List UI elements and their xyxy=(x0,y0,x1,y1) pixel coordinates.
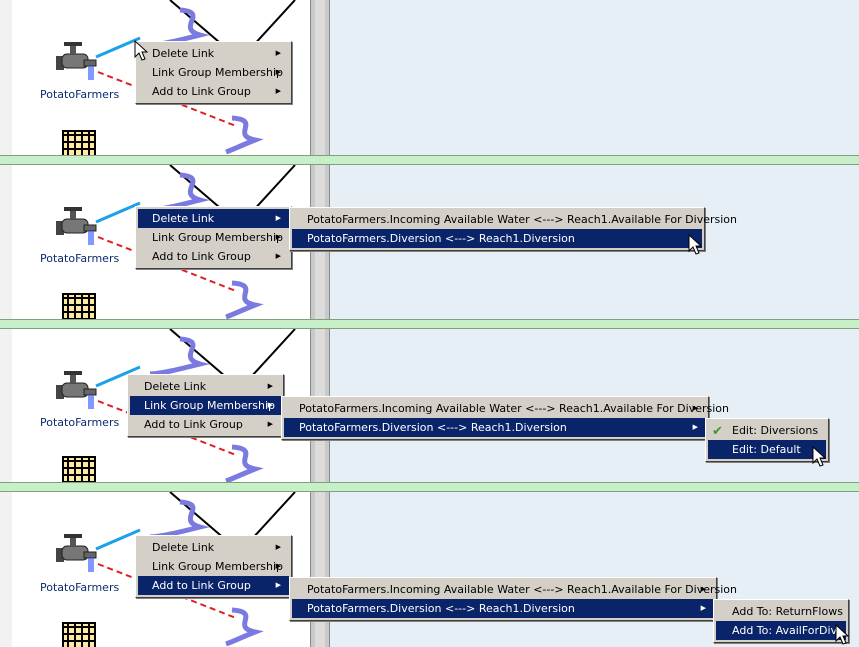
submenu-arrow-icon: ▶ xyxy=(275,562,281,570)
panel-4: PotatoFarmers Delete Link ▶ Link Group Me… xyxy=(0,492,859,647)
add-group-submenu: PotatoFarmers.Incoming Available Water <… xyxy=(289,577,737,621)
link-item-diversion[interactable]: PotatoFarmers.Diversion <---> Reach1.Div… xyxy=(292,229,702,248)
mouse-cursor-icon xyxy=(812,446,826,467)
checkmark-icon: ✔ xyxy=(712,424,723,439)
building-icon xyxy=(62,456,96,482)
faucet-icon xyxy=(56,534,97,572)
building-icon xyxy=(62,293,96,319)
add-return-flows-label: Add To: ReturnFlows xyxy=(732,605,843,618)
faucet-icon xyxy=(56,207,97,245)
submenu-arrow-icon: ▶ xyxy=(267,382,273,390)
context-menu: Delete Link▶ Link Group Membership▶ Add … xyxy=(135,535,292,598)
link-item-diversion[interactable]: PotatoFarmers.Diversion <---> Reach1.Div… xyxy=(292,599,714,618)
edit-default-item[interactable]: Edit: Default xyxy=(708,440,826,459)
add-to-link-group-label: Add to Link Group xyxy=(144,418,243,431)
submenu-arrow-icon: ▶ xyxy=(275,87,281,95)
mouse-cursor-icon xyxy=(688,234,702,255)
panel-2: PotatoFarmers Delete Link ▶ Link Group Me… xyxy=(0,165,859,319)
context-menu: Delete Link▶ Link Group Membership▶ Add … xyxy=(135,41,292,104)
link-group-membership-item[interactable]: Link Group Membership▶ xyxy=(138,557,289,576)
submenu-arrow-icon: ▶ xyxy=(267,420,273,428)
link-group-membership-item[interactable]: Link Group Membership▶ xyxy=(138,228,289,247)
link-label: PotatoFarmers.Incoming Available Water <… xyxy=(307,213,737,226)
edit-diversions-label: Edit: Diversions xyxy=(732,424,819,437)
mouse-cursor-icon xyxy=(134,40,148,61)
delete-link-item[interactable]: Delete Link ▶ xyxy=(138,538,289,557)
submenu-arrow-icon: ▶ xyxy=(275,49,281,57)
link-label: PotatoFarmers.Diversion <---> Reach1.Div… xyxy=(307,232,575,245)
delete-link-item[interactable]: Delete Link ▶ xyxy=(130,377,281,396)
link-group-membership-item[interactable]: Link Group Membership▶ xyxy=(138,63,289,82)
link-group-membership-item[interactable]: Link Group Membership▶ xyxy=(130,396,281,415)
link-label: PotatoFarmers.Incoming Available Water <… xyxy=(307,583,737,596)
add-avail-for-div-label: Add To: AvailForDiv xyxy=(732,624,838,637)
submenu-arrow-icon: ▶ xyxy=(275,214,281,222)
submenu-arrow-icon: ▶ xyxy=(275,68,281,76)
node-label: PotatoFarmers xyxy=(40,88,120,101)
panel-separator xyxy=(0,155,859,165)
delete-link-submenu: PotatoFarmers.Incoming Available Water <… xyxy=(289,207,737,251)
link-group-membership-label: Link Group Membership xyxy=(152,66,283,79)
delete-link-item[interactable]: Delete Link ▶ xyxy=(138,44,289,63)
submenu-arrow-icon: ▶ xyxy=(692,423,698,431)
panel-1: PotatoFarmers Delete Link ▶ Link Group Me… xyxy=(0,0,859,155)
link-item-incoming[interactable]: PotatoFarmers.Incoming Available Water <… xyxy=(292,580,737,599)
vertical-scrollbar[interactable] xyxy=(310,0,330,155)
delete-link-label: Delete Link xyxy=(144,380,207,393)
building-icon xyxy=(62,622,96,647)
building-icon xyxy=(62,130,96,155)
link-item-incoming[interactable]: PotatoFarmers.Incoming Available Water <… xyxy=(284,399,729,418)
node-label: PotatoFarmers xyxy=(40,252,120,265)
submenu-arrow-icon: ▶ xyxy=(692,404,698,412)
add-return-flows-item[interactable]: Add To: ReturnFlows xyxy=(716,602,846,621)
add-to-link-group-item[interactable]: Add to Link Group ▶ xyxy=(130,415,281,434)
link-group-membership-label: Link Group Membership xyxy=(152,560,283,573)
submenu-arrow-icon: ▶ xyxy=(275,233,281,241)
submenu-arrow-icon: ▶ xyxy=(700,585,706,593)
add-target-submenu: Add To: ReturnFlows Add To: AvailForDiv xyxy=(713,599,849,643)
delete-link-label: Delete Link xyxy=(152,212,215,225)
submenu-arrow-icon: ▶ xyxy=(275,252,281,260)
empty-area xyxy=(330,0,859,155)
add-to-link-group-label: Add to Link Group xyxy=(152,250,251,263)
submenu-arrow-icon: ▶ xyxy=(267,401,273,409)
add-avail-for-div-item[interactable]: Add To: AvailForDiv xyxy=(716,621,846,640)
edit-default-label: Edit: Default xyxy=(732,443,801,456)
mouse-cursor-icon xyxy=(835,624,849,645)
submenu-arrow-icon: ▶ xyxy=(275,543,281,551)
link-label: PotatoFarmers.Diversion <---> Reach1.Div… xyxy=(307,602,575,615)
link-label: PotatoFarmers.Incoming Available Water <… xyxy=(299,402,729,415)
group-edit-submenu: ✔ Edit: Diversions Edit: Default xyxy=(705,418,829,462)
node-label: PotatoFarmers xyxy=(40,581,120,594)
add-to-link-group-label: Add to Link Group xyxy=(152,85,251,98)
add-to-link-group-item[interactable]: Add to Link Group ▶ xyxy=(138,82,289,101)
submenu-arrow-icon: ▶ xyxy=(275,581,281,589)
faucet-icon xyxy=(56,42,97,80)
add-to-link-group-item[interactable]: Add to Link Group ▶ xyxy=(138,247,289,266)
delete-link-item[interactable]: Delete Link ▶ xyxy=(138,209,289,228)
panel-3: PotatoFarmers Delete Link ▶ Link Group Me… xyxy=(0,329,859,482)
link-group-membership-label: Link Group Membership xyxy=(144,399,275,412)
link-label: PotatoFarmers.Diversion <---> Reach1.Div… xyxy=(299,421,567,434)
edit-diversions-item[interactable]: ✔ Edit: Diversions xyxy=(708,421,826,440)
context-menu: Delete Link▶ Link Group Membership▶ Add … xyxy=(135,206,292,269)
link-item-incoming[interactable]: PotatoFarmers.Incoming Available Water <… xyxy=(292,210,737,229)
delete-link-label: Delete Link xyxy=(152,541,215,554)
link-item-diversion[interactable]: PotatoFarmers.Diversion <---> Reach1.Div… xyxy=(284,418,706,437)
faucet-icon xyxy=(56,371,97,409)
membership-submenu: PotatoFarmers.Incoming Available Water <… xyxy=(281,396,729,440)
panel-separator xyxy=(0,482,859,492)
delete-link-label: Delete Link xyxy=(152,47,215,60)
context-menu: Delete Link▶ Link Group Membership▶ Add … xyxy=(127,374,284,437)
add-to-link-group-label: Add to Link Group xyxy=(152,579,251,592)
submenu-arrow-icon: ▶ xyxy=(700,604,706,612)
panel-separator xyxy=(0,319,859,329)
add-to-link-group-item[interactable]: Add to Link Group ▶ xyxy=(138,576,289,595)
link-group-membership-label: Link Group Membership xyxy=(152,231,283,244)
node-label: PotatoFarmers xyxy=(40,416,120,429)
